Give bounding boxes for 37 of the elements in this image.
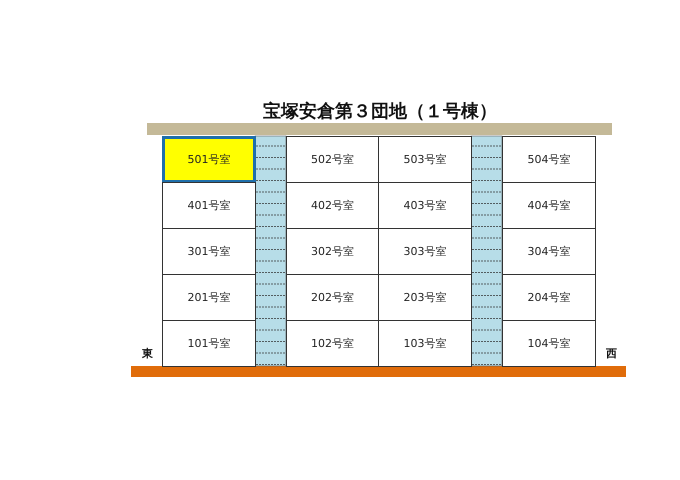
room-number: 204号室	[528, 290, 570, 305]
title: 宝塚安倉第３団地（１号棟）	[262, 100, 498, 123]
room-cell	[378, 136, 472, 183]
room-cell	[502, 228, 596, 275]
room-number: 402号室	[311, 198, 354, 213]
room-number: 103号室	[404, 336, 446, 351]
direction-label: 西	[606, 346, 617, 361]
room-number: 401号室	[188, 198, 230, 213]
room-number: 202号室	[311, 290, 354, 305]
room-cell	[162, 320, 256, 367]
room-cell	[502, 320, 596, 367]
room-number: 102号室	[311, 336, 354, 351]
room-number: 301号室	[188, 244, 230, 259]
room-number: 501号室	[188, 152, 230, 167]
room-cell	[286, 136, 379, 183]
room-number: 304号室	[528, 244, 570, 259]
direction-label: 東	[142, 346, 153, 361]
room-number: 404号室	[528, 198, 570, 213]
room-number: 403号室	[404, 198, 446, 213]
room-cell	[162, 182, 256, 229]
room-number: 502号室	[311, 152, 354, 167]
room-cell	[162, 274, 256, 321]
room-number: 101号室	[188, 336, 230, 351]
room-number: 203号室	[404, 290, 446, 305]
room-number: 504号室	[528, 152, 570, 167]
room-cell	[502, 274, 596, 321]
room-number: 503号室	[404, 152, 446, 167]
room-cell	[162, 228, 256, 275]
highlighted-room-cell	[162, 136, 256, 183]
room-cell	[378, 320, 472, 367]
room-number: 104号室	[528, 336, 570, 351]
room-cell	[286, 320, 379, 367]
room-number: 303号室	[404, 244, 446, 259]
room-number: 302号室	[311, 244, 354, 259]
room-number: 201号室	[188, 290, 230, 305]
room-cell	[502, 182, 596, 229]
room-cell	[502, 136, 596, 183]
